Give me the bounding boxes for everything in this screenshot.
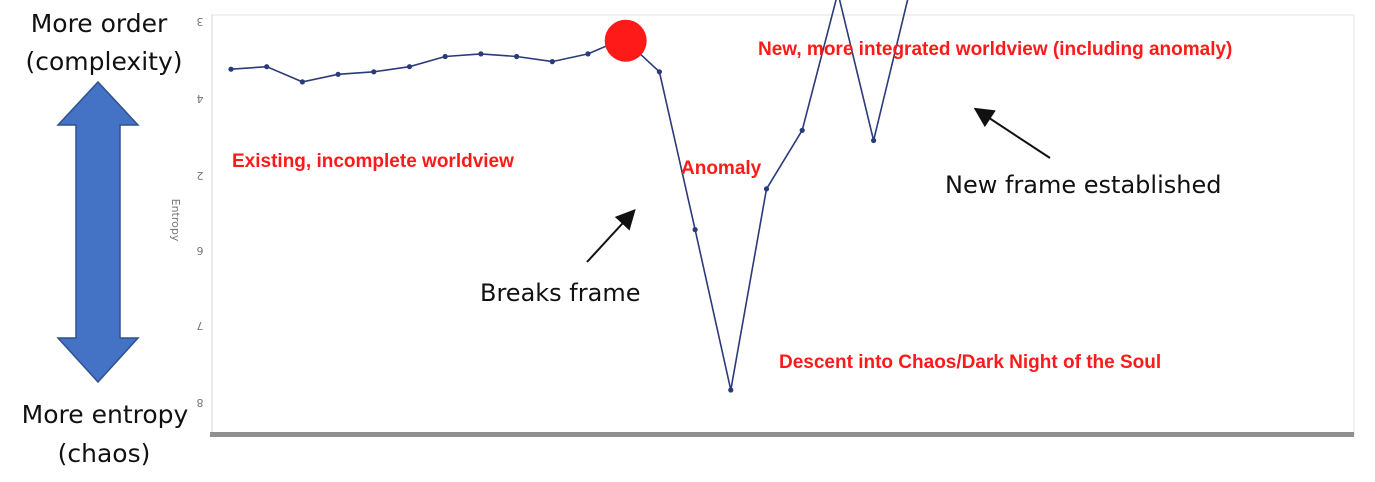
x-axis-bar: [210, 432, 1354, 437]
series-point: [478, 51, 484, 57]
annotation-breaks-frame: Breaks frame: [480, 279, 640, 307]
series-point: [442, 53, 448, 60]
plot-frame: [211, 14, 1355, 436]
annotation-descent: Descent into Chaos/Dark Night of the Sou…: [779, 352, 1161, 373]
series-point: [335, 71, 341, 77]
bottom-label-line2: (chaos): [58, 439, 151, 468]
annotation-anomaly: Anomaly: [681, 158, 762, 179]
anomaly-point: [604, 19, 647, 62]
top-label-line1: More order: [31, 9, 168, 38]
series-point: [692, 227, 698, 233]
annotation-new-frame: New frame established: [945, 171, 1221, 199]
bottom-label-line1: More entropy: [22, 400, 189, 429]
y-tick-label: 4: [197, 92, 204, 105]
y-tick-label: 6: [197, 244, 204, 257]
series-point: [871, 137, 877, 144]
y-tick-label: 7: [197, 319, 204, 332]
series-point: [728, 387, 734, 393]
series-point: [799, 127, 805, 133]
y-ticks: 3 4 2 6 7 8: [197, 15, 204, 409]
y-tick-label: 8: [197, 396, 204, 409]
series-point: [228, 66, 234, 72]
new-frame-pointer: [973, 107, 1051, 159]
breaks-frame-pointer: [586, 209, 636, 263]
annotation-new-worldview: New, more integrated worldview (includin…: [758, 39, 1232, 60]
series-point: [763, 186, 770, 192]
series-point: [656, 69, 663, 75]
series-point: [585, 51, 591, 57]
annotation-existing-worldview: Existing, incomplete worldview: [232, 151, 514, 172]
y-tick-label: 2: [197, 169, 204, 182]
series-point: [549, 59, 555, 65]
series-point: [406, 64, 413, 70]
series-point: [299, 79, 305, 85]
series-point: [371, 69, 377, 75]
series-point: [264, 64, 270, 70]
y-tick-label: 3: [197, 15, 204, 28]
series-point: [514, 53, 520, 60]
y-axis-title: Entropy: [169, 199, 182, 242]
top-label-line2: (complexity): [26, 47, 183, 76]
order-entropy-arrow: [56, 80, 140, 384]
